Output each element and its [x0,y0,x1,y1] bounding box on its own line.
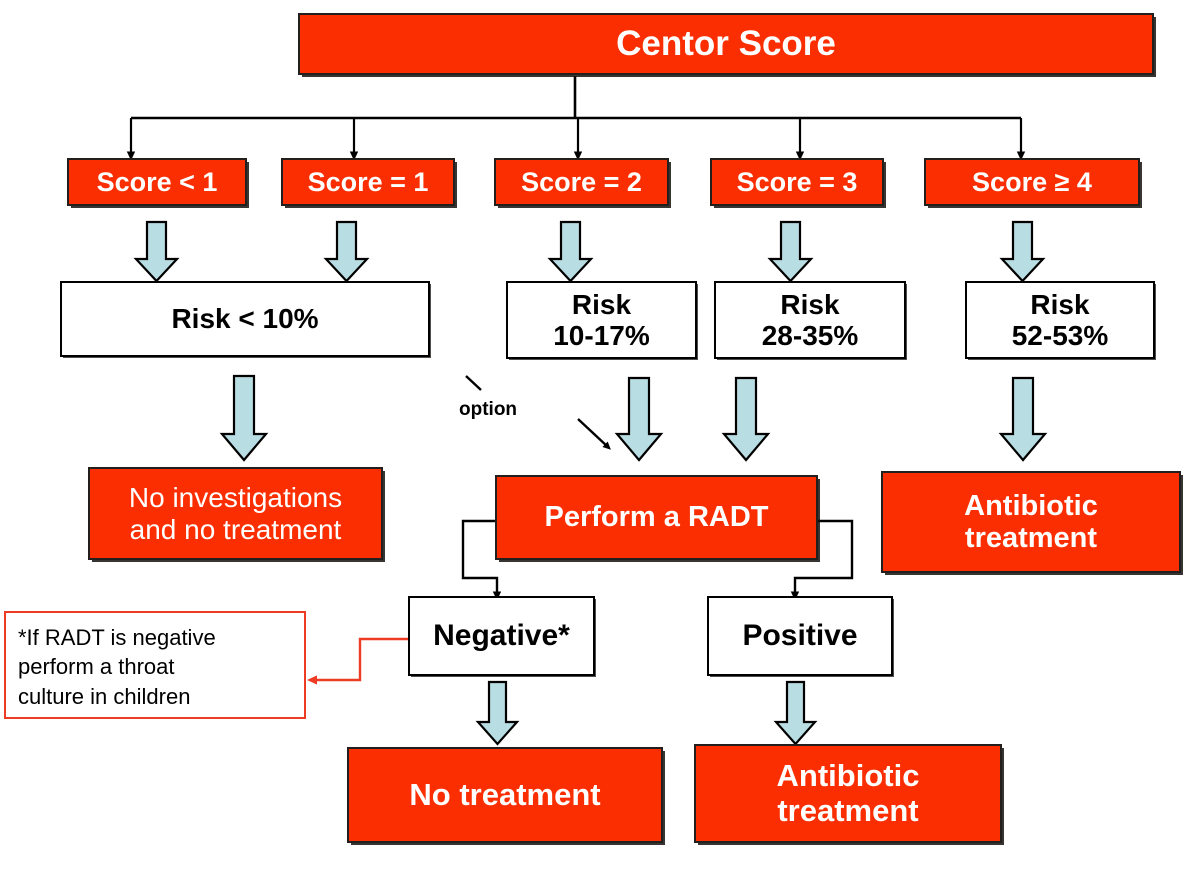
block-arrow-risk2-radt [614,376,664,462]
node-result-negative[interactable]: Negative* [408,596,595,676]
block-arrow-risk1-action [219,374,269,462]
node-risk-lt-10[interactable]: Risk < 10% [60,281,430,357]
block-arrow-score3-risk [547,220,594,283]
node-result-positive[interactable]: Positive [707,596,893,676]
footnote-connector [307,637,408,685]
footnote-box: *If RADT is negative perform a throat cu… [4,611,306,719]
option-hint-strokes [465,375,611,450]
node-centor-score[interactable]: Centor Score [298,13,1154,75]
node-risk-10-17[interactable]: Risk 10-17% [506,281,697,359]
block-arrow-risk4-antibiotic [998,376,1048,462]
block-arrow-group [133,220,1048,746]
node-score-ge-4[interactable]: Score ≥ 4 [924,158,1140,206]
block-arrow-score2-risk [323,220,370,283]
branch-drop-arrows [126,118,1026,161]
node-outcome-antibiotic-treatment[interactable]: Antibiotic treatment [694,744,1002,843]
node-score-eq-1[interactable]: Score = 1 [281,158,455,206]
root-branch-connectors [131,76,1021,120]
block-arrow-negative-outcome [475,680,520,746]
radt-result-connectors [461,519,854,601]
block-arrow-risk3-radt [721,376,771,462]
node-outcome-no-treatment[interactable]: No treatment [347,747,663,843]
node-score-eq-3[interactable]: Score = 3 [710,158,884,206]
block-arrow-positive-outcome [773,680,818,746]
block-arrow-score5-risk [999,220,1046,283]
node-risk-52-53[interactable]: Risk 52-53% [965,281,1155,359]
block-arrow-score1-risk [133,220,180,283]
edge-label-option: option [459,399,518,420]
node-no-investigations[interactable]: No investigations and no treatment [88,467,383,560]
node-antibiotic-treatment-right[interactable]: Antibiotic treatment [881,471,1181,573]
node-perform-radt[interactable]: Perform a RADT [495,475,818,560]
node-risk-28-35[interactable]: Risk 28-35% [714,281,906,359]
node-score-eq-2[interactable]: Score = 2 [494,158,669,206]
node-score-lt-1[interactable]: Score < 1 [67,158,247,206]
block-arrow-score4-risk [767,220,814,283]
